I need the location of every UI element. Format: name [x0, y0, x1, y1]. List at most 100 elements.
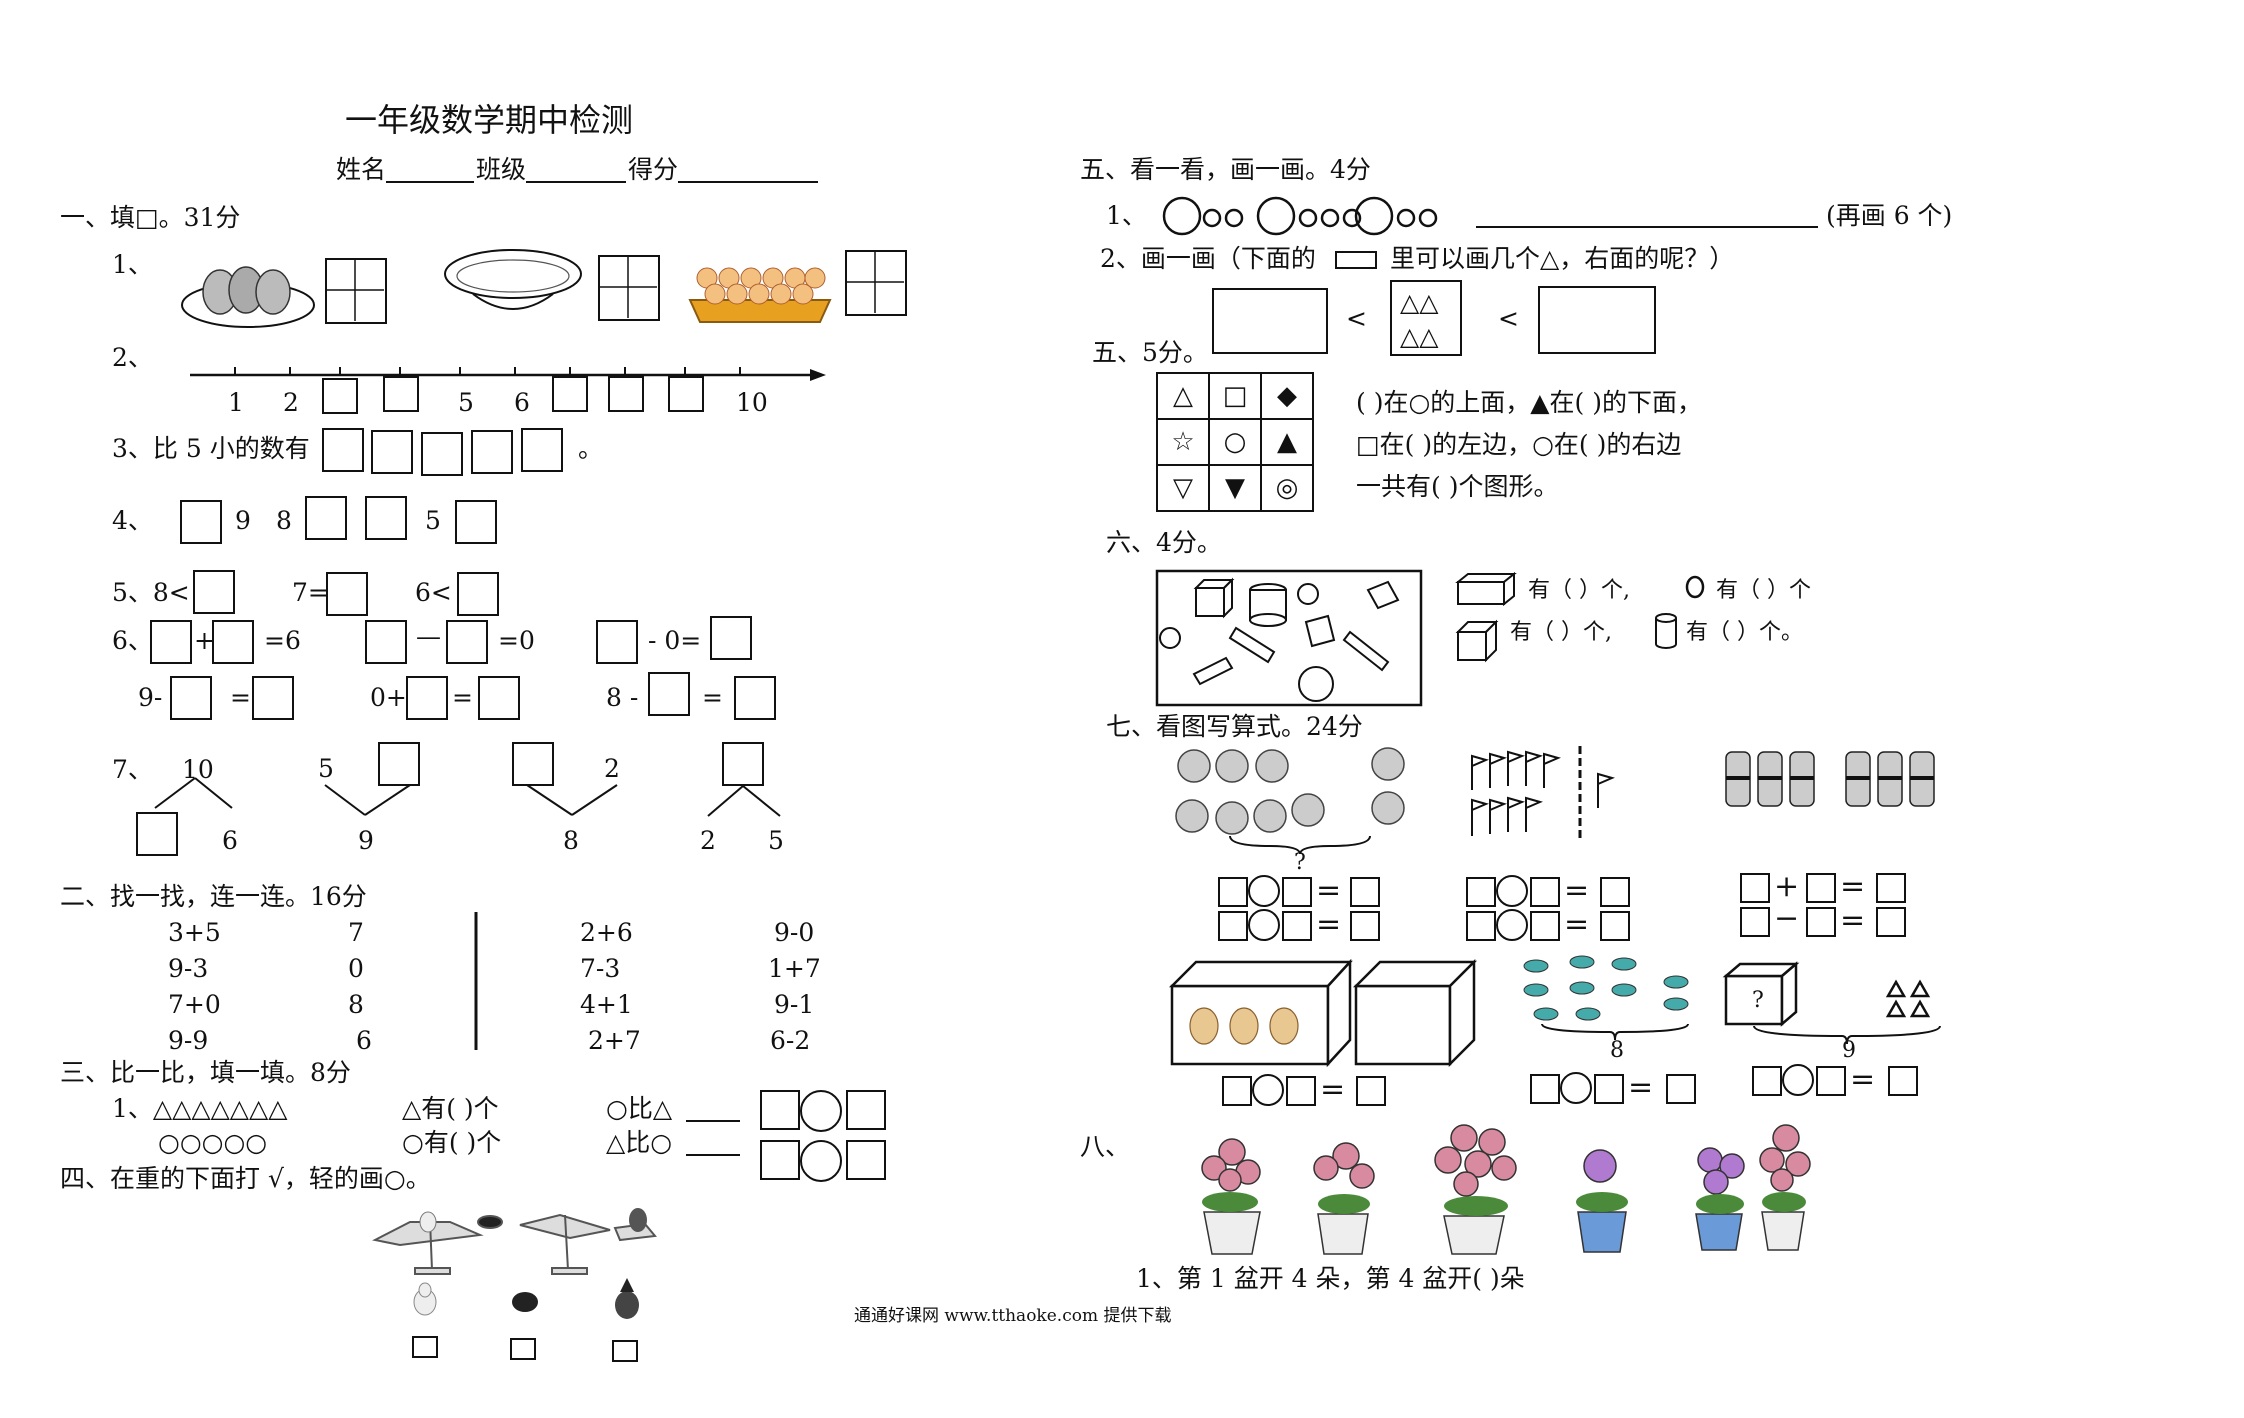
equation-box[interactable]: [1466, 877, 1496, 907]
q6-answer-box[interactable]: [150, 620, 192, 664]
q6-row2-a-eq: =: [230, 683, 251, 712]
bond-3-right: 2: [604, 754, 620, 783]
q1-answer-box-1[interactable]: [325, 258, 387, 324]
q6-answer-box[interactable]: [710, 616, 752, 660]
bond-answer-box[interactable]: [722, 742, 764, 786]
q4-answer-box[interactable]: [180, 500, 222, 544]
q1-answer-box-2[interactable]: [598, 255, 660, 321]
equation-box[interactable]: [1466, 911, 1496, 941]
equation-box[interactable]: [1876, 873, 1906, 903]
plus-sign: +: [1774, 869, 1800, 904]
equation-box[interactable]: [1888, 1066, 1918, 1096]
equation-box[interactable]: [1740, 907, 1770, 937]
q4-number: 9: [235, 506, 251, 535]
q6-answer-box[interactable]: [170, 676, 212, 720]
equation-box[interactable]: [1222, 1076, 1252, 1106]
q4-answer-box[interactable]: [365, 496, 407, 540]
q4-answer-box[interactable]: [455, 500, 497, 544]
pineapple-icon: [615, 1278, 639, 1319]
equation-operator-circle[interactable]: [1248, 909, 1280, 941]
compare-box[interactable]: [760, 1140, 800, 1180]
pattern-answer-line[interactable]: [1476, 226, 1818, 228]
bond-answer-box[interactable]: [136, 812, 178, 856]
check-box[interactable]: [612, 1340, 638, 1362]
check-box[interactable]: [412, 1336, 438, 1358]
q3-answer-box[interactable]: [471, 430, 513, 474]
equation-box[interactable]: [1600, 877, 1630, 907]
score-blank[interactable]: [678, 181, 818, 183]
q5-answer-box[interactable]: [193, 570, 235, 614]
equation-operator-circle[interactable]: [1252, 1074, 1284, 1106]
q3-answer-box[interactable]: [421, 432, 463, 476]
equation-box[interactable]: [1752, 1066, 1782, 1096]
equation-box[interactable]: [1806, 873, 1836, 903]
equation-operator-circle[interactable]: [1496, 909, 1528, 941]
q5-answer-box[interactable]: [326, 572, 368, 616]
draw-box-right[interactable]: [1538, 286, 1656, 354]
compare-box[interactable]: [846, 1090, 886, 1130]
equals-sign: =: [1840, 869, 1866, 904]
compare-circle[interactable]: [800, 1140, 842, 1182]
q6-answer-box[interactable]: [478, 676, 520, 720]
equation-box[interactable]: [1594, 1074, 1624, 1104]
name-blank[interactable]: [386, 181, 474, 183]
class-blank[interactable]: [526, 181, 626, 183]
q6-row2-b: 0+: [370, 683, 407, 712]
check-box[interactable]: [510, 1338, 536, 1360]
q6-answer-box[interactable]: [406, 676, 448, 720]
equation-box[interactable]: [1530, 911, 1560, 941]
numberline-answer-box[interactable]: [668, 376, 704, 412]
equation-box[interactable]: [1282, 877, 1312, 907]
q6-answer-box[interactable]: [648, 672, 690, 716]
q3-answer-box[interactable]: [521, 428, 563, 472]
q6-answer-box[interactable]: [734, 676, 776, 720]
numberline-answer-box[interactable]: [608, 376, 644, 412]
equation-box[interactable]: [1530, 1074, 1560, 1104]
compare-box[interactable]: [846, 1140, 886, 1180]
equation-box[interactable]: [1282, 911, 1312, 941]
equation-box[interactable]: [1530, 877, 1560, 907]
bond-1-top: 10: [182, 755, 214, 784]
q3-answer-box[interactable]: [322, 428, 364, 472]
equation-box[interactable]: [1218, 877, 1248, 907]
q4-answer-box[interactable]: [305, 496, 347, 540]
equation-box[interactable]: [1876, 907, 1906, 937]
numberline-answer-box[interactable]: [383, 376, 419, 412]
equation-operator-circle[interactable]: [1496, 875, 1528, 907]
q6-answer-box[interactable]: [446, 620, 488, 664]
equation-box[interactable]: [1286, 1076, 1316, 1106]
numberline-answer-box[interactable]: [552, 376, 588, 412]
q3-answer-box[interactable]: [371, 430, 413, 474]
compare-blank-1[interactable]: [686, 1120, 740, 1122]
equation-box[interactable]: [1356, 1076, 1386, 1106]
compare-blank-2[interactable]: [686, 1154, 740, 1156]
equation-operator-circle[interactable]: [1782, 1064, 1814, 1096]
equation-box[interactable]: [1350, 911, 1380, 941]
compare-box[interactable]: [760, 1090, 800, 1130]
equation-box[interactable]: [1816, 1066, 1846, 1096]
equation-box[interactable]: [1740, 873, 1770, 903]
triangles-bottom: △△: [1400, 322, 1439, 351]
equation-box[interactable]: [1218, 911, 1248, 941]
equation-box[interactable]: [1600, 911, 1630, 941]
bond-answer-box[interactable]: [512, 742, 554, 786]
draw-box-left[interactable]: [1212, 288, 1328, 354]
q6-answer-box[interactable]: [365, 620, 407, 664]
equation-operator-circle[interactable]: [1560, 1072, 1592, 1104]
equation-box[interactable]: [1806, 907, 1836, 937]
numberline-answer-box[interactable]: [322, 378, 358, 414]
equation-operator-circle[interactable]: [1248, 875, 1280, 907]
bond-answer-box[interactable]: [378, 742, 420, 786]
match-right-expr: 7-3: [580, 954, 621, 983]
match-left-value: 6: [356, 1026, 372, 1055]
q5-c-label: 6<: [415, 578, 452, 607]
q6-answer-box[interactable]: [252, 676, 294, 720]
equation-box[interactable]: [1666, 1074, 1696, 1104]
q5-answer-box[interactable]: [457, 572, 499, 616]
match-right-expr: 2+7: [588, 1026, 641, 1055]
compare-circle[interactable]: [800, 1090, 842, 1132]
q1-answer-box-3[interactable]: [845, 250, 907, 316]
q6-answer-box[interactable]: [212, 620, 254, 664]
q6-answer-box[interactable]: [596, 620, 638, 664]
equation-box[interactable]: [1350, 877, 1380, 907]
